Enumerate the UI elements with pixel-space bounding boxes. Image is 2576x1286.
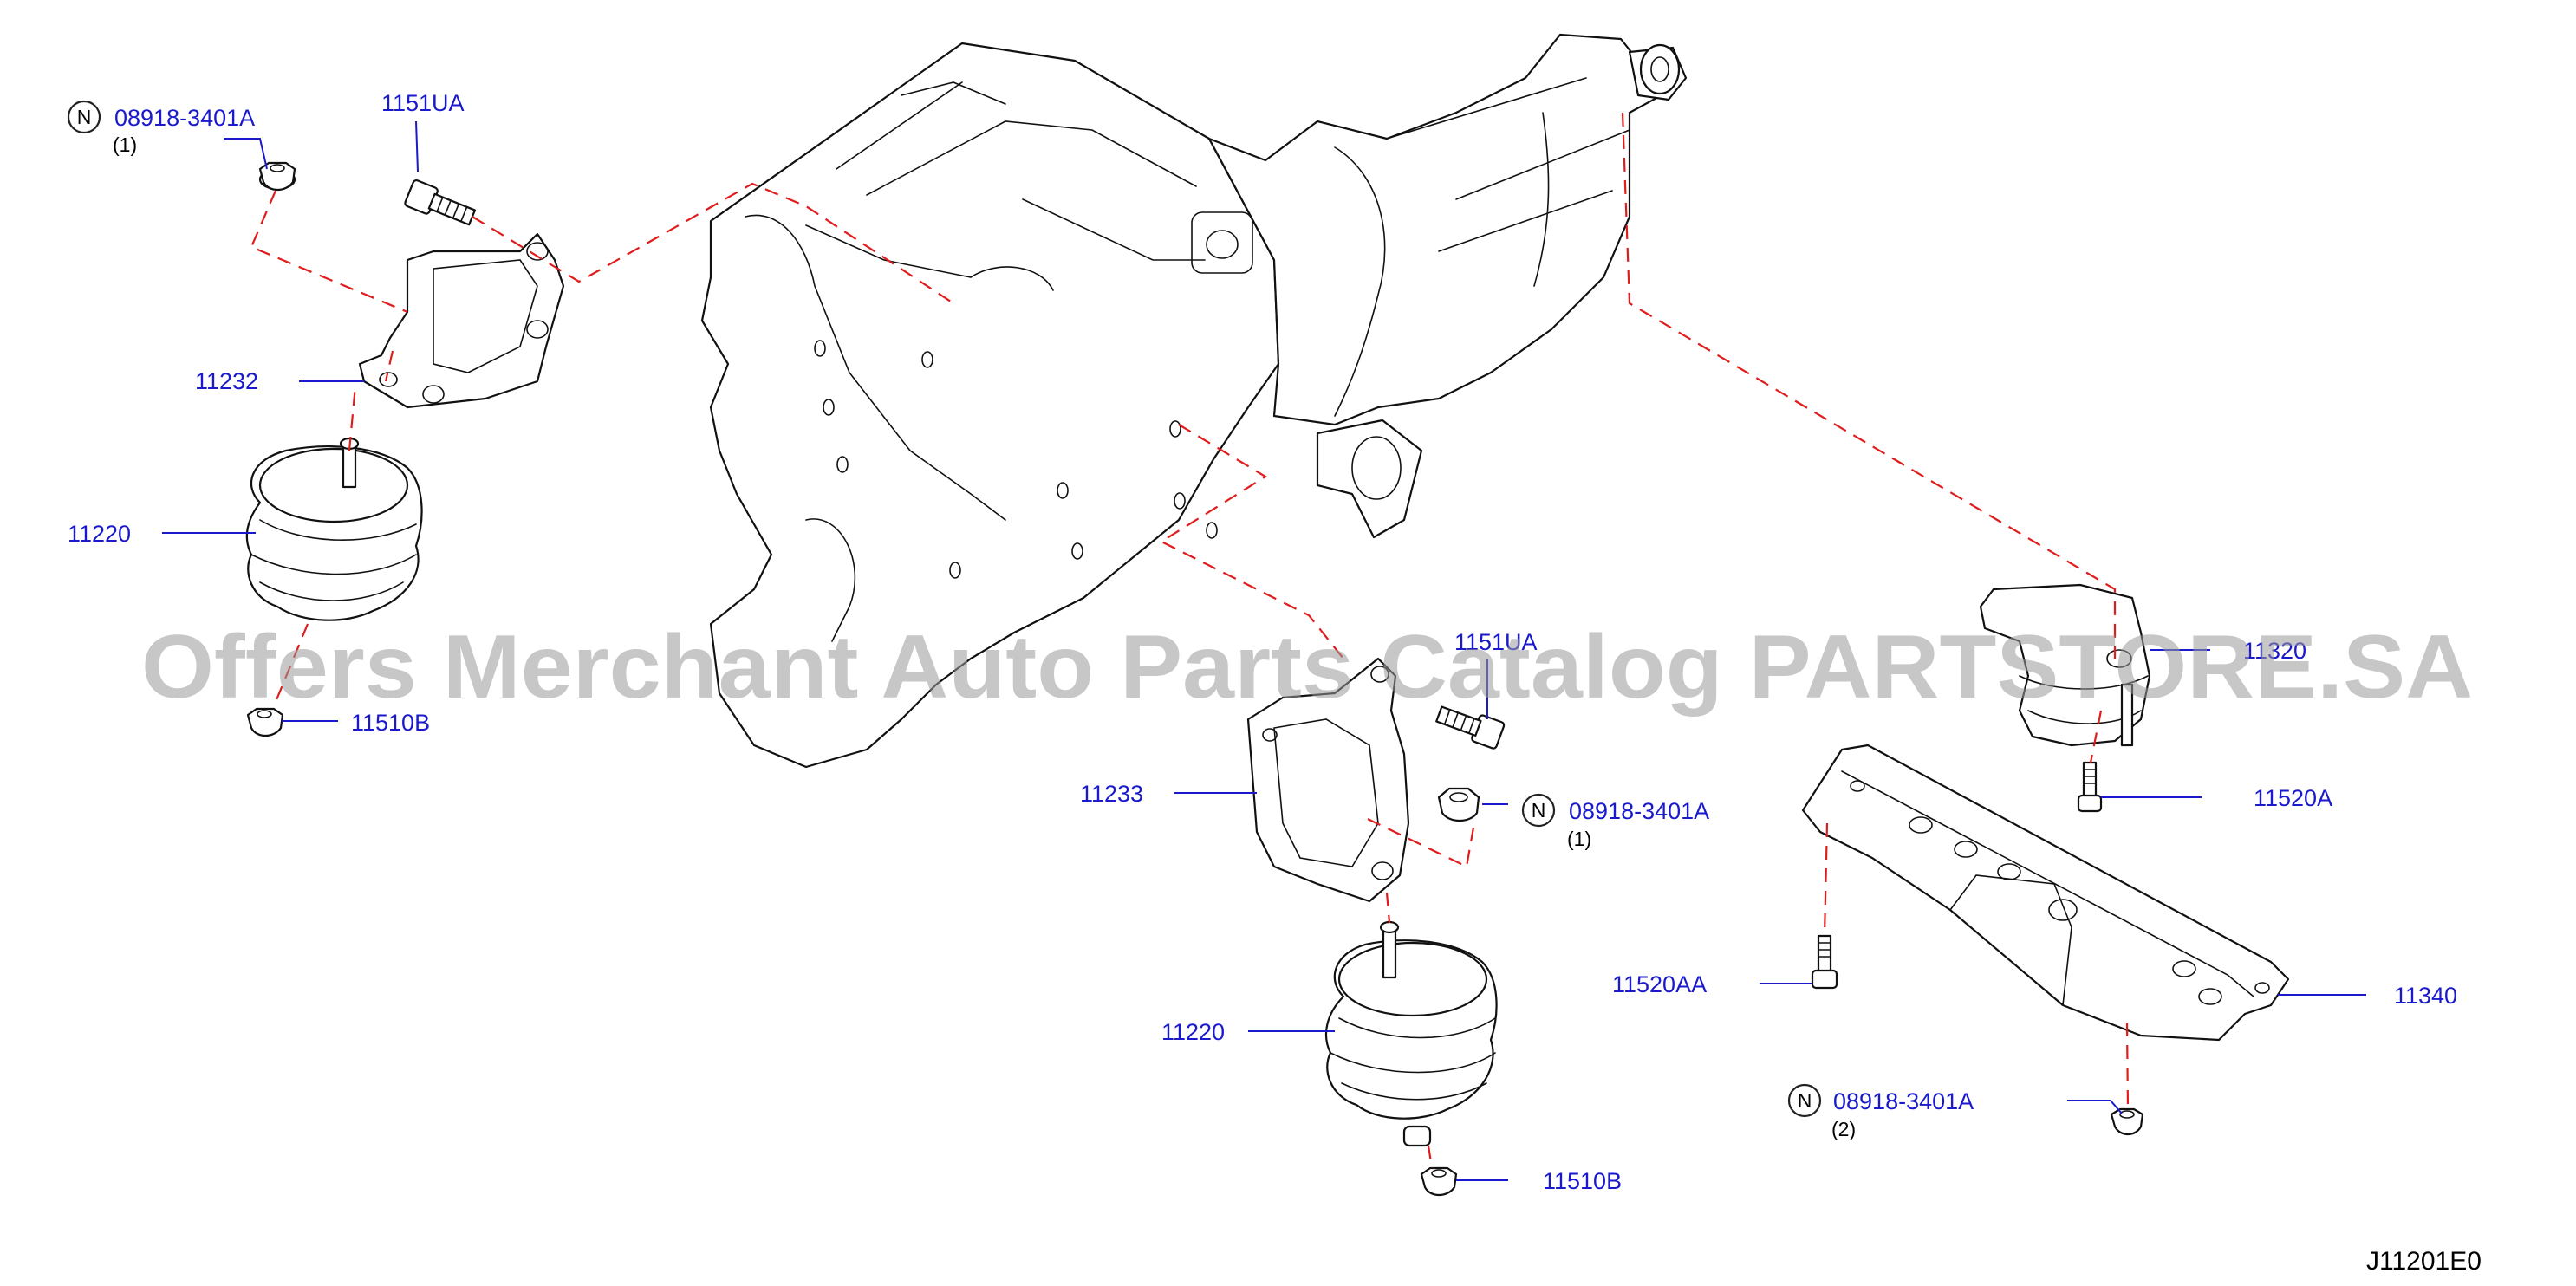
quantity: (2) (1831, 1118, 1856, 1140)
note-symbol: N (1798, 1089, 1812, 1112)
part-number: 11233 (1080, 781, 1143, 807)
bolt-part (2077, 761, 2103, 813)
callout-nut-center: N 08918-3401A (1) (1521, 793, 1709, 850)
diagram-code: J11201E0 (2366, 1247, 2482, 1276)
bolt-part (1435, 705, 1506, 750)
insulator-part (245, 437, 423, 621)
bracket-part (358, 232, 565, 409)
part-number: 11220 (68, 521, 131, 547)
leader-lines (162, 120, 2366, 1181)
part-number: 11320 (2243, 638, 2306, 664)
alignment-lines (250, 112, 2130, 1169)
part-number: 08918-3401A (1833, 1088, 1974, 1114)
part-number: 1151UA (1454, 629, 1538, 655)
callout-nut-member: N 08918-3401A (2) (1787, 1083, 1974, 1140)
note-symbol: N (1532, 799, 1546, 822)
bolt-part (404, 179, 476, 226)
nut-part (1437, 787, 1480, 822)
part-number: 11520AA (1612, 971, 1707, 997)
bolt-part (1811, 934, 1838, 990)
rear-mount-group (1801, 583, 2290, 1136)
note-symbol: N (77, 106, 92, 128)
part-number: 11220 (1161, 1019, 1225, 1045)
part-number: 11510B (1543, 1168, 1622, 1194)
quantity: (1) (1567, 828, 1591, 850)
rear-insulator-part (1979, 583, 2151, 747)
part-number: 08918-3401A (1569, 798, 1709, 824)
part-number: 08918-3401A (114, 105, 255, 131)
watermark-text: Offers Merchant Auto Parts Catalog PARTS… (141, 617, 2473, 718)
nut-part (2110, 1107, 2144, 1136)
nut-part (258, 161, 296, 192)
center-mount-group (1246, 657, 1506, 1197)
part-number: 11510B (351, 710, 430, 736)
nut-part (246, 707, 284, 737)
callout-labels: N 08918-3401A (1) 1151UA 11232 11220 115… (67, 90, 2457, 1194)
left-mount-group (245, 161, 565, 737)
insulator-part (1324, 920, 1498, 1147)
part-number: 11520A (2254, 785, 2332, 811)
callout-nut-left: N 08918-3401A (1) (67, 100, 255, 156)
part-number: 11340 (2394, 983, 2457, 1009)
part-number: 11232 (195, 368, 258, 394)
nut-part (1420, 1166, 1458, 1197)
engine-transmission-assembly (700, 33, 1688, 769)
part-number: 1151UA (381, 90, 465, 116)
crossmember-part (1801, 744, 2290, 1042)
quantity: (1) (113, 133, 137, 156)
bracket-part (1246, 657, 1410, 903)
